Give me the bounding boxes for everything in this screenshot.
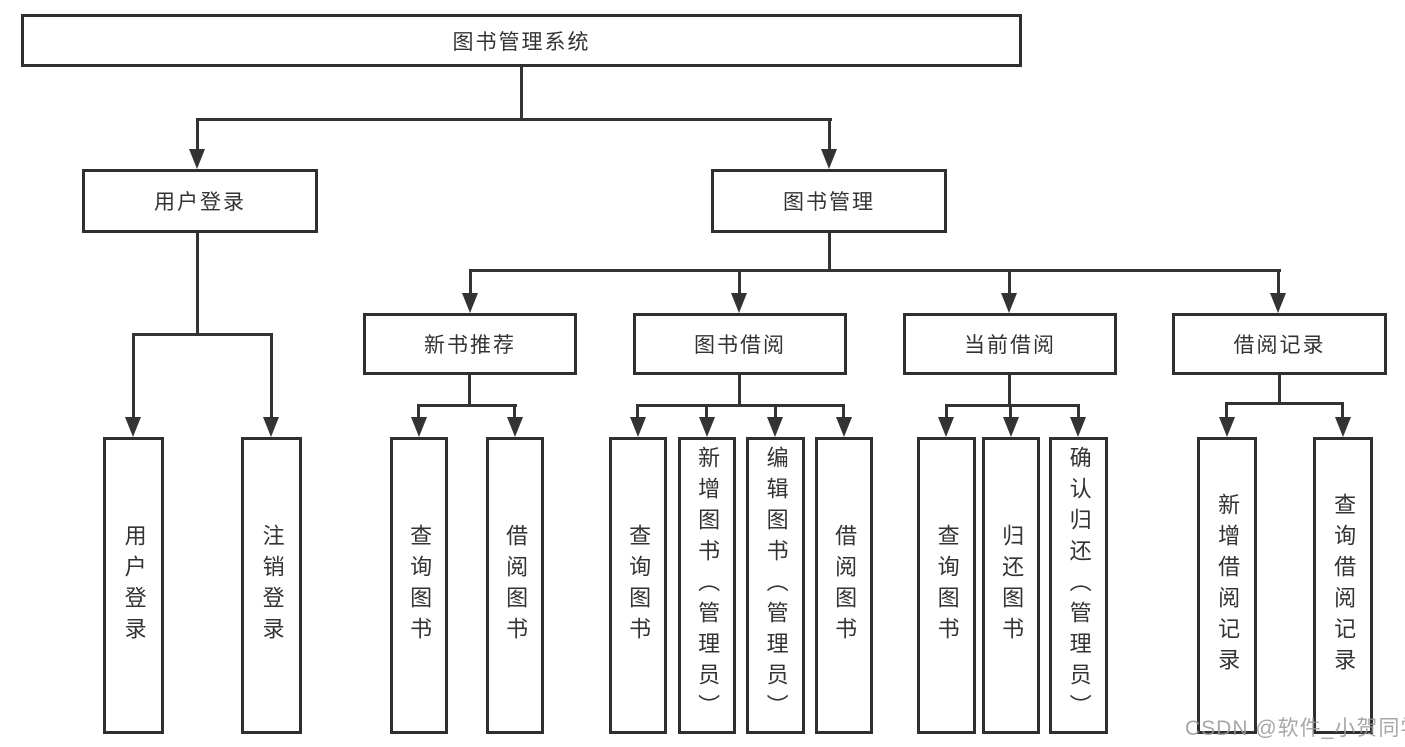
node-borrow-records: 借阅记录 bbox=[1172, 313, 1387, 375]
connector-line-v bbox=[1008, 269, 1011, 293]
connector-line-v bbox=[738, 375, 741, 406]
arrowhead-down bbox=[263, 417, 279, 437]
arrowhead-down bbox=[938, 417, 954, 437]
connector-line-v bbox=[132, 333, 135, 417]
connector-line-v bbox=[1077, 404, 1080, 417]
node-current-borrow: 当前借阅 bbox=[903, 313, 1117, 375]
node-user-login: 用户登录 bbox=[82, 169, 318, 233]
arrowhead-down bbox=[507, 417, 523, 437]
connector-line-h bbox=[417, 404, 517, 407]
leaf-user-login: 用户登录 bbox=[103, 437, 164, 734]
connector-line-v bbox=[828, 118, 831, 151]
node-new-book-recommend: 新书推荐 bbox=[363, 313, 577, 375]
arrowhead-down bbox=[1003, 417, 1019, 437]
arrowhead-down bbox=[1219, 417, 1235, 437]
arrowhead-down bbox=[731, 293, 747, 313]
connector-line-v bbox=[513, 404, 516, 417]
connector-line-v bbox=[520, 66, 523, 121]
connector-line-v bbox=[270, 333, 273, 417]
leaf-query-books-borrow: 查询图书 bbox=[609, 437, 667, 734]
leaf-logout: 注销登录 bbox=[241, 437, 302, 734]
leaf-query-books-current: 查询图书 bbox=[917, 437, 976, 734]
arrowhead-down bbox=[1335, 417, 1351, 437]
connector-line-v bbox=[945, 404, 948, 417]
connector-line-h bbox=[196, 118, 832, 121]
arrowhead-down bbox=[125, 417, 141, 437]
arrowhead-down bbox=[1070, 417, 1086, 437]
connector-line-v bbox=[828, 233, 831, 272]
connector-line-v bbox=[1277, 269, 1280, 293]
arrowhead-down bbox=[189, 149, 205, 169]
leaf-return-book: 归还图书 bbox=[982, 437, 1040, 734]
connector-line-v bbox=[1341, 402, 1344, 417]
connector-line-v bbox=[1009, 404, 1012, 417]
leaf-borrow-books-recommend: 借阅图书 bbox=[486, 437, 544, 734]
connector-line-h bbox=[132, 333, 273, 336]
leaf-query-borrow-record: 查询借阅记录 bbox=[1313, 437, 1373, 734]
arrowhead-down bbox=[1001, 293, 1017, 313]
connector-line-h bbox=[945, 404, 1080, 407]
arrowhead-down bbox=[699, 417, 715, 437]
connector-line-v bbox=[842, 404, 845, 417]
connector-line-v bbox=[469, 269, 472, 293]
arrowhead-down bbox=[821, 149, 837, 169]
arrowhead-down bbox=[1270, 293, 1286, 313]
node-book-borrow: 图书借阅 bbox=[633, 313, 847, 375]
arrowhead-down bbox=[462, 293, 478, 313]
connector-line-v bbox=[196, 233, 199, 336]
connector-line-h bbox=[1225, 402, 1344, 405]
connector-line-v bbox=[468, 375, 471, 406]
connector-line-v bbox=[705, 404, 708, 417]
connector-line-v bbox=[738, 269, 741, 293]
arrowhead-down bbox=[767, 417, 783, 437]
connector-line-h bbox=[469, 269, 1281, 272]
leaf-add-borrow-record: 新增借阅记录 bbox=[1197, 437, 1257, 734]
connector-line-v bbox=[417, 404, 420, 417]
node-book-management: 图书管理 bbox=[711, 169, 947, 233]
connector-line-v bbox=[1225, 402, 1228, 417]
arrowhead-down bbox=[411, 417, 427, 437]
leaf-borrow-books: 借阅图书 bbox=[815, 437, 873, 734]
leaf-confirm-return-admin: 确认归还（管理员） bbox=[1049, 437, 1108, 734]
connector-line-v bbox=[774, 404, 777, 417]
leaf-edit-book-admin: 编辑图书（管理员） bbox=[746, 437, 805, 734]
connector-line-v bbox=[1278, 375, 1281, 404]
leaf-add-book-admin: 新增图书（管理员） bbox=[678, 437, 736, 734]
arrowhead-down bbox=[836, 417, 852, 437]
connector-line-v bbox=[636, 404, 639, 417]
leaf-query-books-recommend: 查询图书 bbox=[390, 437, 448, 734]
connector-line-h bbox=[636, 404, 845, 407]
connector-line-v bbox=[196, 118, 199, 151]
arrowhead-down bbox=[630, 417, 646, 437]
csdn-watermark: CSDN @软件_小贺同学 bbox=[1185, 717, 1405, 740]
connector-line-v bbox=[1008, 375, 1011, 406]
node-root: 图书管理系统 bbox=[21, 14, 1022, 67]
